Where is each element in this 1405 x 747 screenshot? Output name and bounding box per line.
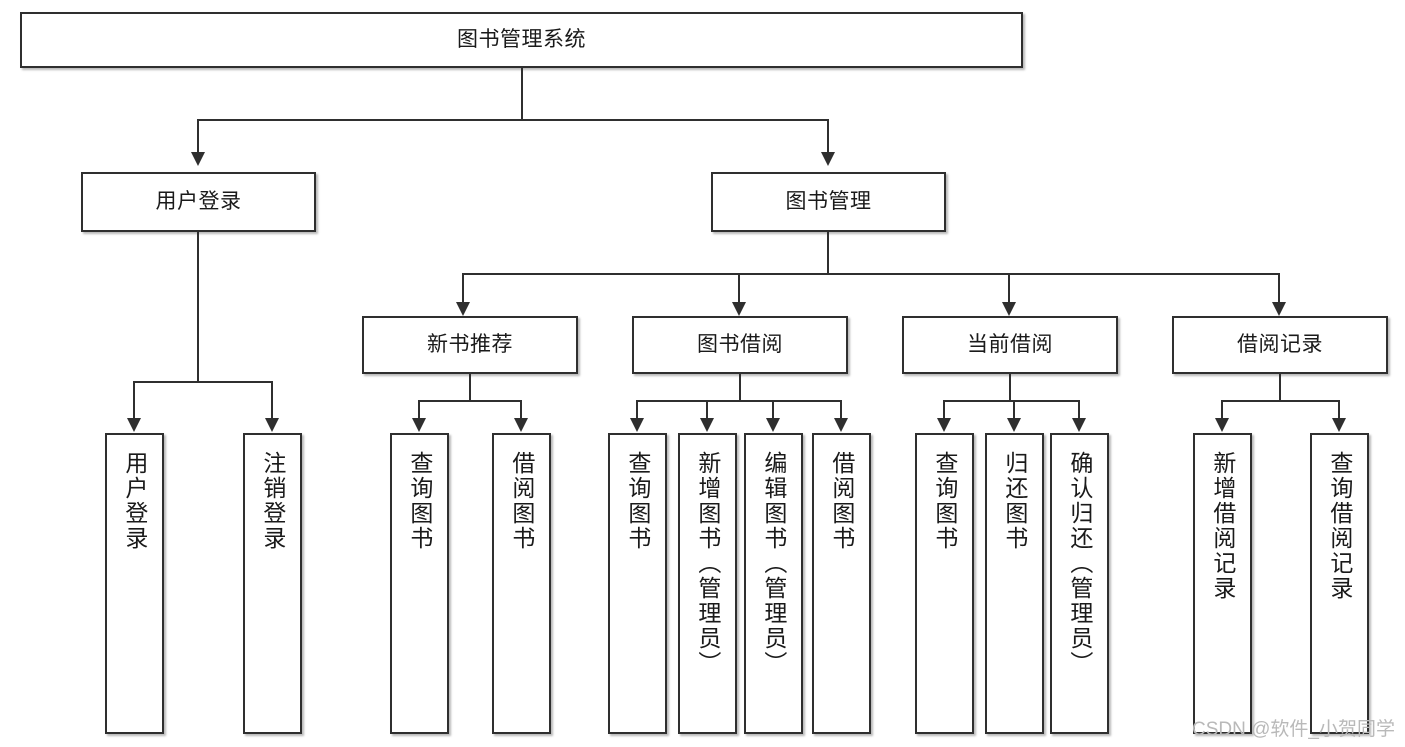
node-label: 用户登录 bbox=[155, 189, 242, 213]
leaf-book-borrow-borrow-book[interactable]: 借阅图书 bbox=[812, 433, 871, 734]
arrowhead-bm-to-book-borrow bbox=[732, 302, 746, 316]
connector-user-login-stem bbox=[197, 232, 199, 382]
connector-root-stem bbox=[521, 68, 523, 120]
node-root-book-management-system[interactable]: 图书管理系统 bbox=[20, 12, 1023, 68]
connector-bm-to-current-borrow bbox=[1008, 273, 1010, 305]
leaf-user-login-login[interactable]: 用户登录 bbox=[105, 433, 164, 734]
connector-user-login-to-leaf-1 bbox=[133, 381, 135, 421]
connector-current-borrow-bus bbox=[943, 400, 1080, 402]
arrowhead-user-login-leaf-2 bbox=[265, 418, 279, 432]
connector-bm-to-borrow-record bbox=[1278, 273, 1280, 305]
leaf-current-borrow-query-book[interactable]: 查询图书 bbox=[915, 433, 974, 734]
node-label: 新增借阅记录 bbox=[1209, 451, 1236, 601]
connector-cb-to-leaf-3 bbox=[1078, 400, 1080, 421]
connector-bm-to-book-borrow bbox=[738, 273, 740, 305]
node-label: 图书管理系统 bbox=[457, 27, 586, 51]
node-label: 确认归还（管理员） bbox=[1066, 451, 1093, 676]
connector-bb-to-leaf-2 bbox=[706, 400, 708, 421]
arrowhead-new-book-leaf-2 bbox=[514, 418, 528, 432]
arrowhead-bm-to-borrow-record bbox=[1272, 302, 1286, 316]
connector-root-to-book-management bbox=[827, 119, 829, 155]
arrowhead-root-to-book-management bbox=[821, 152, 835, 166]
node-label: 图书借阅 bbox=[697, 332, 783, 356]
connector-bb-to-leaf-1 bbox=[636, 400, 638, 421]
leaf-current-borrow-return-book[interactable]: 归还图书 bbox=[985, 433, 1044, 734]
arrowhead-br-leaf-2 bbox=[1332, 418, 1346, 432]
connector-bb-to-leaf-4 bbox=[840, 400, 842, 421]
connector-br-to-leaf-2 bbox=[1338, 400, 1340, 421]
connector-new-book-bus bbox=[418, 400, 522, 402]
leaf-borrow-record-add-record[interactable]: 新增借阅记录 bbox=[1193, 433, 1252, 734]
node-label: 注销登录 bbox=[259, 451, 286, 551]
connector-current-borrow-stem bbox=[1009, 374, 1011, 401]
node-label: 编辑图书（管理员） bbox=[760, 451, 787, 676]
leaf-book-borrow-edit-book-admin[interactable]: 编辑图书（管理员） bbox=[744, 433, 803, 734]
connector-user-login-bus bbox=[133, 381, 271, 383]
node-current-borrow[interactable]: 当前借阅 bbox=[902, 316, 1118, 374]
connector-borrow-record-stem bbox=[1279, 374, 1281, 401]
leaf-borrow-record-query-record[interactable]: 查询借阅记录 bbox=[1310, 433, 1369, 734]
arrowhead-bm-to-new-book bbox=[456, 302, 470, 316]
arrowhead-bb-leaf-3 bbox=[766, 418, 780, 432]
connector-new-book-to-leaf-2 bbox=[520, 400, 522, 421]
node-user-login[interactable]: 用户登录 bbox=[81, 172, 316, 232]
arrowhead-br-leaf-1 bbox=[1215, 418, 1229, 432]
arrowhead-bb-leaf-4 bbox=[834, 418, 848, 432]
csdn-watermark: CSDN @软件_小贺同学 bbox=[1192, 719, 1395, 740]
node-label: 新书推荐 bbox=[427, 332, 513, 356]
node-label: 图书管理 bbox=[785, 189, 872, 213]
node-label: 查询图书 bbox=[624, 451, 651, 551]
connector-book-management-stem bbox=[827, 232, 829, 274]
leaf-new-book-borrow-book[interactable]: 借阅图书 bbox=[492, 433, 551, 734]
leaf-new-book-query-book[interactable]: 查询图书 bbox=[390, 433, 449, 734]
arrowhead-root-to-user-login bbox=[191, 152, 205, 166]
arrowhead-cb-leaf-3 bbox=[1072, 418, 1086, 432]
connector-user-login-to-leaf-2 bbox=[271, 381, 273, 421]
arrowhead-bb-leaf-1 bbox=[630, 418, 644, 432]
connector-bm-to-new-book bbox=[462, 273, 464, 305]
arrowhead-cb-leaf-2 bbox=[1007, 418, 1021, 432]
connector-new-book-to-leaf-1 bbox=[418, 400, 420, 421]
connector-cb-to-leaf-2 bbox=[1013, 400, 1015, 421]
leaf-current-borrow-confirm-return-admin[interactable]: 确认归还（管理员） bbox=[1050, 433, 1109, 734]
node-label: 借阅图书 bbox=[508, 451, 535, 551]
connector-borrow-record-bus bbox=[1221, 400, 1340, 402]
leaf-book-borrow-query-book[interactable]: 查询图书 bbox=[608, 433, 667, 734]
connector-root-bus bbox=[197, 119, 829, 121]
connector-cb-to-leaf-1 bbox=[943, 400, 945, 421]
node-label: 借阅记录 bbox=[1237, 332, 1323, 356]
node-borrow-record[interactable]: 借阅记录 bbox=[1172, 316, 1388, 374]
node-label: 查询借阅记录 bbox=[1326, 451, 1353, 601]
node-book-management[interactable]: 图书管理 bbox=[711, 172, 946, 232]
connector-br-to-leaf-1 bbox=[1221, 400, 1223, 421]
connector-root-to-user-login bbox=[197, 119, 199, 155]
connector-new-book-stem bbox=[469, 374, 471, 401]
arrowhead-user-login-leaf-1 bbox=[127, 418, 141, 432]
node-label: 查询图书 bbox=[406, 451, 433, 551]
connector-book-borrow-stem bbox=[739, 374, 741, 401]
leaf-user-login-logout[interactable]: 注销登录 bbox=[243, 433, 302, 734]
leaf-book-borrow-add-book-admin[interactable]: 新增图书（管理员） bbox=[678, 433, 737, 734]
node-label: 新增图书（管理员） bbox=[694, 451, 721, 676]
node-label: 当前借阅 bbox=[967, 332, 1053, 356]
arrowhead-bm-to-current-borrow bbox=[1002, 302, 1016, 316]
node-book-borrow[interactable]: 图书借阅 bbox=[632, 316, 848, 374]
connector-bb-to-leaf-3 bbox=[772, 400, 774, 421]
node-label: 归还图书 bbox=[1001, 451, 1028, 551]
node-new-book-recommend[interactable]: 新书推荐 bbox=[362, 316, 578, 374]
node-label: 查询图书 bbox=[931, 451, 958, 551]
connector-book-borrow-bus bbox=[636, 400, 842, 402]
arrowhead-bb-leaf-2 bbox=[700, 418, 714, 432]
node-label: 用户登录 bbox=[121, 451, 148, 551]
arrowhead-new-book-leaf-1 bbox=[412, 418, 426, 432]
node-label: 借阅图书 bbox=[828, 451, 855, 551]
connector-book-management-bus bbox=[462, 273, 1278, 275]
arrowhead-cb-leaf-1 bbox=[937, 418, 951, 432]
